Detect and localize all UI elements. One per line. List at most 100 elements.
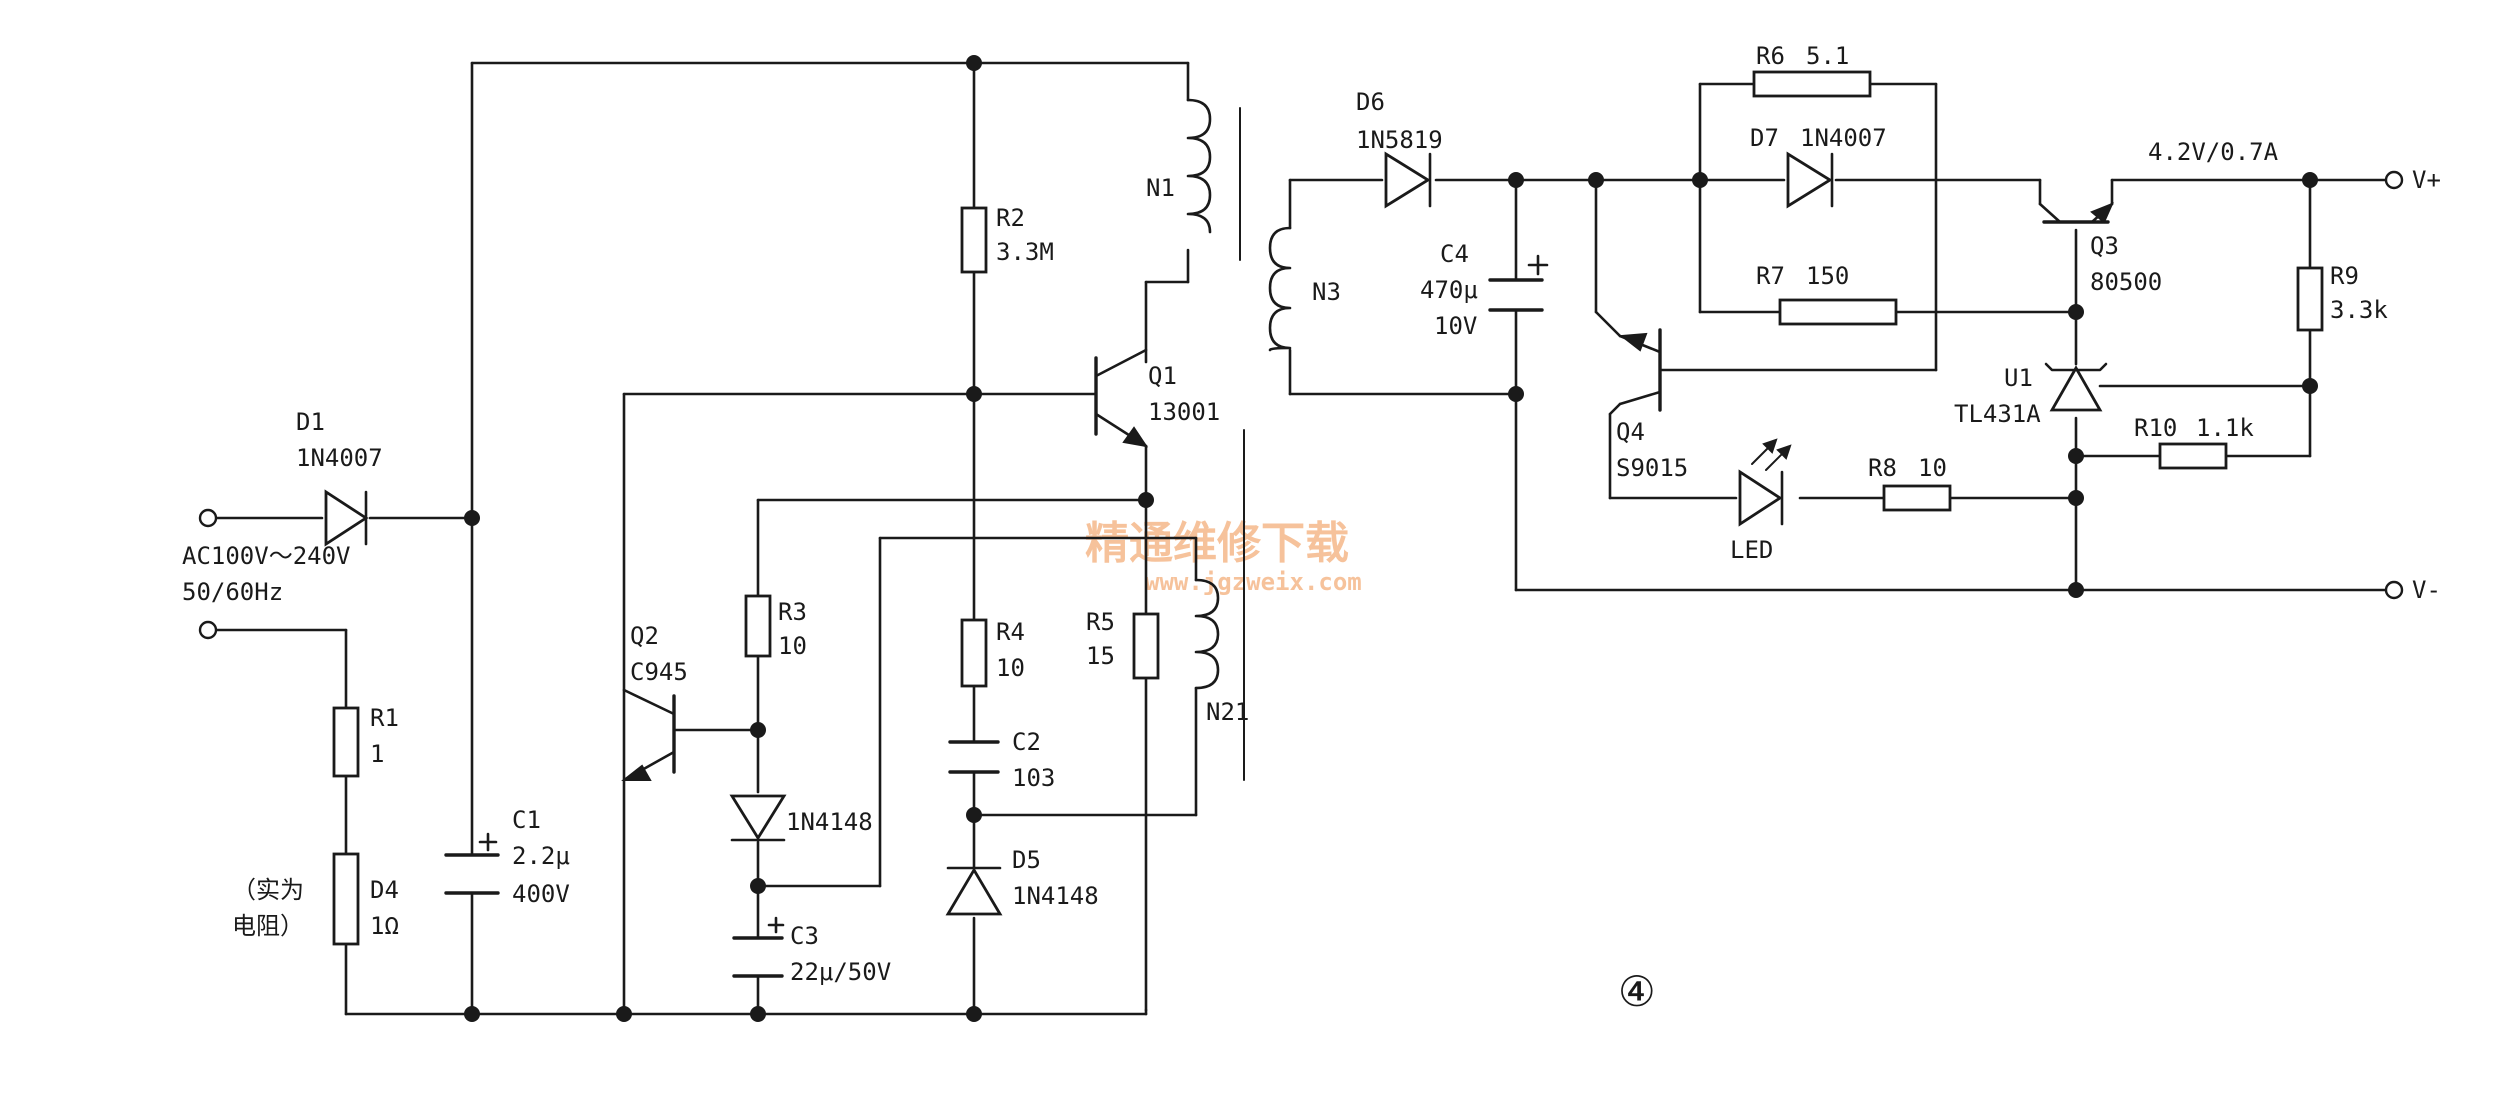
R2-value: 3.3M	[996, 238, 1054, 266]
D4-note-line2: 电阻）	[232, 912, 304, 940]
transistor-Q4	[1618, 328, 1662, 412]
R3-value: 10	[778, 632, 807, 660]
resistor-R1	[332, 706, 360, 778]
ac-input-terminal-2	[198, 620, 218, 640]
capacitor-C4	[1488, 254, 1549, 312]
primary-wiring	[214, 61, 1198, 1016]
R1-ref: R1	[370, 704, 399, 732]
LED-ref: LED	[1730, 536, 1773, 564]
Q4-value: S9015	[1616, 454, 1688, 482]
regulator-U1	[2044, 362, 2108, 412]
watermark-text: 精通维修下载	[1085, 518, 1349, 569]
resistor-R5	[1132, 612, 1160, 680]
diode-1N4148-upper	[729, 794, 787, 842]
D5-value: 1N4148	[1012, 882, 1099, 910]
capacitor-C1	[444, 832, 500, 895]
R4-ref: R4	[996, 618, 1025, 646]
R7-value: 150	[1806, 262, 1849, 290]
U1-value: TL431A	[1954, 400, 2041, 428]
vminus-label: V-	[2412, 576, 2441, 604]
R9-ref: R9	[2330, 262, 2359, 290]
transistor-Q1	[1094, 348, 1149, 448]
primary-junctions	[464, 55, 1154, 1022]
D1-ref: D1	[296, 408, 325, 436]
resistor-R10	[2158, 442, 2228, 470]
winding-N3	[1268, 226, 1292, 352]
transistor-Q3	[2038, 202, 2114, 224]
ac-input-terminal-1	[198, 508, 218, 528]
R5-ref: R5	[1086, 608, 1115, 636]
led	[1738, 438, 1792, 527]
R8-value: 10	[1918, 454, 1947, 482]
output-terminal-vplus	[2384, 170, 2404, 190]
D7-value: 1N4007	[1800, 124, 1887, 152]
R7-ref: R7	[1756, 262, 1785, 290]
R3-ref: R3	[778, 598, 807, 626]
vplus-label: V+	[2412, 166, 2441, 194]
resistor-R2	[960, 206, 988, 274]
figure-number: ④	[1618, 967, 1656, 1016]
capacitor-C2	[948, 740, 1000, 774]
R6-ref: R6	[1756, 42, 1785, 70]
C2-ref: C2	[1012, 728, 1041, 756]
resistor-R8	[1882, 484, 1952, 512]
D6-value: 1N5819	[1356, 126, 1443, 154]
D4-note-line1: （实为	[232, 876, 304, 904]
D2-value: 1N4148	[786, 808, 873, 836]
R2-ref: R2	[996, 204, 1025, 232]
C4-value-2: 10V	[1434, 312, 1477, 340]
Q3-ref: Q3	[2090, 232, 2119, 260]
resistor-R6	[1752, 70, 1872, 98]
secondary-wiring	[1288, 82, 2388, 592]
R10-ref: R10	[2134, 414, 2177, 442]
R5-value: 15	[1086, 642, 1115, 670]
D5-ref: D5	[1012, 846, 1041, 874]
C1-ref: C1	[512, 806, 541, 834]
secondary-junctions	[1508, 172, 2318, 598]
transistor-Q2	[621, 688, 676, 782]
C3-ref: C3	[790, 922, 819, 950]
output-terminal-vminus	[2384, 580, 2404, 600]
diode-D7	[1786, 151, 1834, 209]
diode-D5	[945, 866, 1003, 916]
Q2-ref: Q2	[630, 622, 659, 650]
R4-value: 10	[996, 654, 1025, 682]
C1-value-1: 2.2μ	[512, 842, 570, 870]
C4-ref: C4	[1440, 240, 1469, 268]
ac-frequency-label: 50/60Hz	[182, 578, 283, 606]
capacitor-C3	[732, 916, 785, 978]
diode-D6	[1384, 151, 1432, 209]
resistor-D4	[332, 852, 360, 946]
D7-ref: D7	[1750, 124, 1779, 152]
diode-D1	[324, 489, 369, 547]
watermark-url: www.jgzweix.com	[1145, 568, 1362, 596]
R8-ref: R8	[1868, 454, 1897, 482]
output-rating: 4.2V/0.7A	[2148, 138, 2279, 166]
R1-value: 1	[370, 740, 384, 768]
N3-ref: N3	[1312, 278, 1341, 306]
resistor-R7	[1778, 298, 1898, 326]
N1-ref: N1	[1146, 174, 1175, 202]
Q1-value: 13001	[1148, 398, 1220, 426]
D6-ref: D6	[1356, 88, 1385, 116]
resistor-R3	[744, 594, 772, 658]
Q2-value: C945	[630, 658, 688, 686]
Q3-value: 80500	[2090, 268, 2162, 296]
winding-N21	[1194, 578, 1220, 690]
D1-value: 1N4007	[296, 444, 383, 472]
D4-value: 1Ω	[370, 912, 399, 940]
C3-value: 22μ/50V	[790, 958, 891, 986]
R6-value: 5.1	[1806, 42, 1849, 70]
C1-value-2: 400V	[512, 880, 570, 908]
R10-value: 1.1k	[2196, 414, 2254, 442]
C4-value-1: 470μ	[1420, 276, 1478, 304]
Q1-ref: Q1	[1148, 362, 1177, 390]
N21-ref: N21	[1206, 698, 1249, 726]
Q4-ref: Q4	[1616, 418, 1645, 446]
winding-N1	[1186, 98, 1212, 234]
U1-ref: U1	[2004, 364, 2033, 392]
ac-voltage-label: AC100V～240V	[182, 542, 351, 570]
R9-value: 3.3k	[2330, 296, 2388, 324]
